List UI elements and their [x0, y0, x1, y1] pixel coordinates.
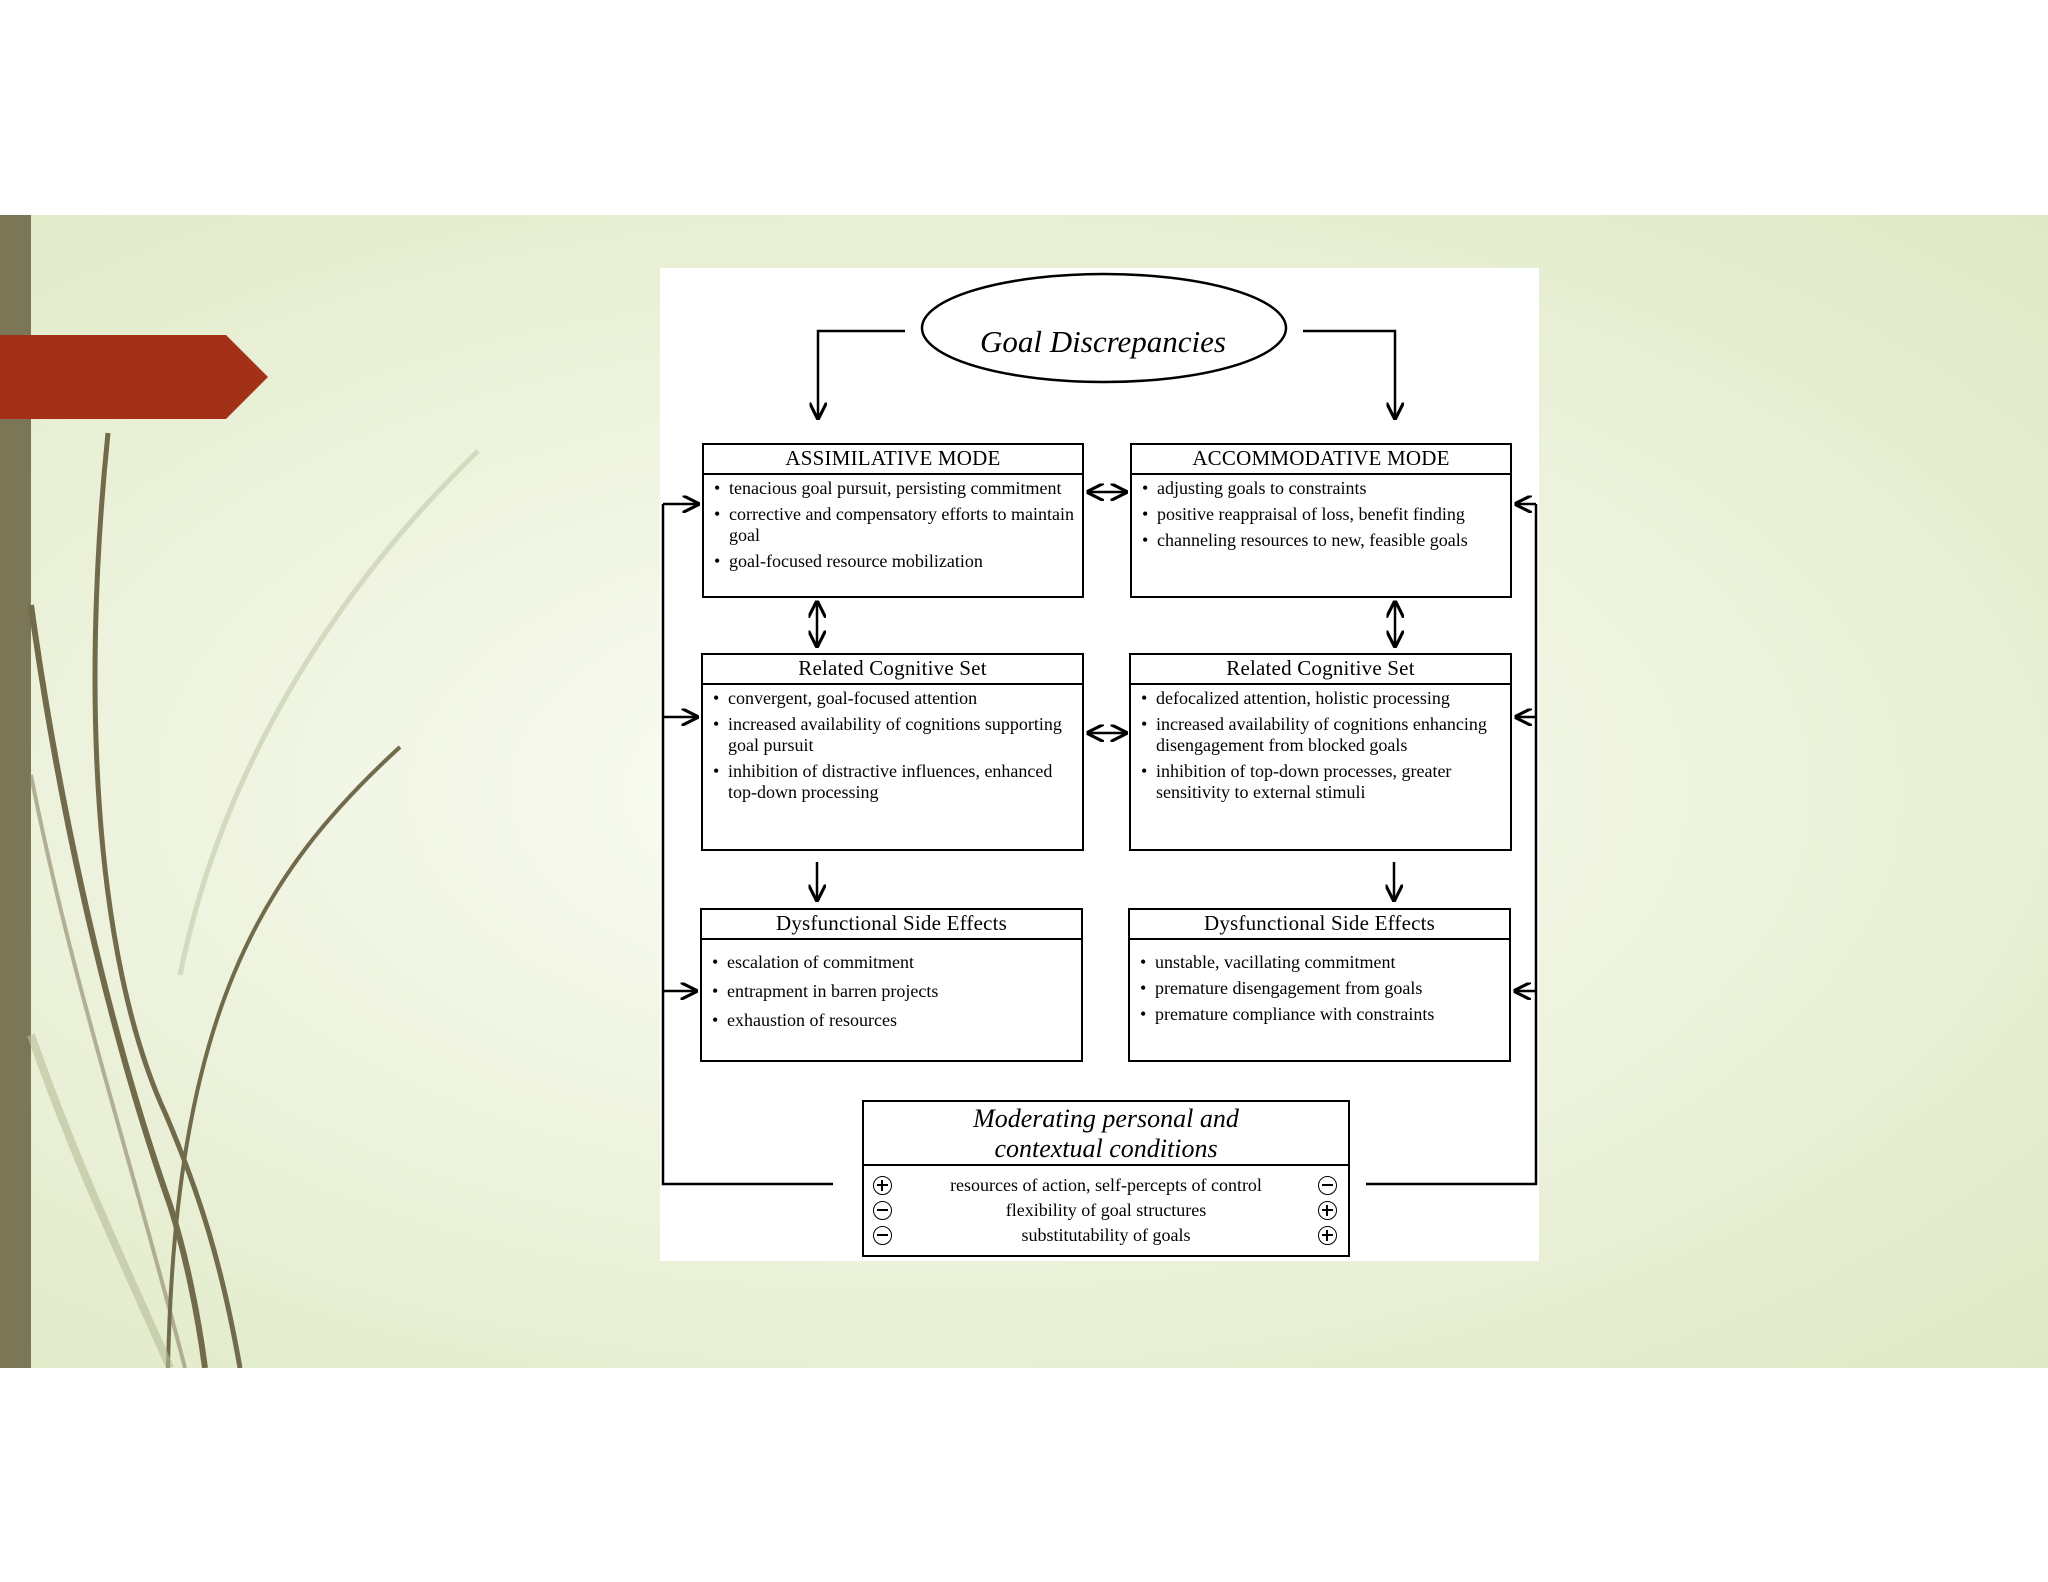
list-item: premature disengagement from goals: [1140, 978, 1503, 999]
moderating-title-line: contextual conditions: [994, 1134, 1218, 1163]
list-item: inhibition of distractive influences, en…: [713, 761, 1076, 803]
plus-circle-icon: [873, 1176, 892, 1195]
box-heading: ACCOMMODATIVE MODE: [1132, 445, 1510, 475]
minus-circle-icon: [873, 1201, 892, 1220]
list-item: corrective and compensatory efforts to m…: [714, 504, 1076, 546]
list-item: exhaustion of resources: [712, 1010, 1075, 1031]
minus-circle-icon: [1318, 1176, 1337, 1195]
list-item: positive reappraisal of loss, benefit fi…: [1142, 504, 1504, 525]
grass-blade: [28, 604, 208, 1368]
moderating-row-text: flexibility of goal structures: [1005, 1200, 1207, 1220]
box-heading: ASSIMILATIVE MODE: [704, 445, 1082, 475]
list-item: tenacious goal pursuit, persisting commi…: [714, 478, 1076, 499]
dysfunctional-effects-right-box: Dysfunctional Side Effects unstable, vac…: [1128, 908, 1511, 1062]
cognitive-set-right-box: Related Cognitive Set defocalized attent…: [1129, 653, 1512, 851]
arrow-tab: [0, 335, 268, 419]
box-heading: Dysfunctional Side Effects: [702, 910, 1081, 940]
assimilative-mode-box: ASSIMILATIVE MODE tenacious goal pursuit…: [702, 443, 1084, 598]
moderating-row-text: substitutability of goals: [1021, 1225, 1191, 1245]
feedback-line-right: [1366, 504, 1538, 1186]
list-item: unstable, vacillating commitment: [1140, 952, 1503, 973]
diagram-title: Goal Discrepancies: [980, 324, 1226, 359]
accommodative-mode-box: ACCOMMODATIVE MODE adjusting goals to co…: [1130, 443, 1512, 598]
list-item: increased availability of cognitions enh…: [1141, 714, 1504, 756]
list-item: goal-focused resource mobilization: [714, 551, 1076, 572]
plus-circle-icon: [1318, 1201, 1337, 1220]
decorative-graphics: [0, 335, 480, 1368]
list-item: entrapment in barren projects: [712, 981, 1075, 1002]
list-item: channeling resources to new, feasible go…: [1142, 530, 1504, 551]
plus-circle-icon: [1318, 1226, 1337, 1245]
moderating-title: Moderating personal and contextual condi…: [864, 1102, 1348, 1166]
moderating-row-text: resources of action, self-percepts of co…: [950, 1175, 1262, 1195]
list-item: premature compliance with constraints: [1140, 1004, 1503, 1025]
box-heading: Related Cognitive Set: [703, 655, 1082, 685]
arrow-title-to-accommodative: [1303, 329, 1395, 418]
moderating-row: resources of action, self-percepts of co…: [864, 1173, 1348, 1198]
list-item: adjusting goals to constraints: [1142, 478, 1504, 499]
list-item: convergent, goal-focused attention: [713, 688, 1076, 709]
list-item: inhibition of top-down processes, greate…: [1141, 761, 1504, 803]
title-ellipse: [920, 272, 1288, 384]
list-item: defocalized attention, holistic processi…: [1141, 688, 1504, 709]
list-item: escalation of commitment: [712, 952, 1075, 973]
box-heading: Related Cognitive Set: [1131, 655, 1510, 685]
grass-blade: [92, 432, 243, 1368]
grass-blade: [27, 1033, 174, 1368]
grass-blade: [29, 774, 187, 1368]
cognitive-set-left-box: Related Cognitive Set convergent, goal-f…: [701, 653, 1084, 851]
arrow-title-to-assimilative: [818, 329, 905, 418]
grass-blade: [177, 449, 480, 976]
dysfunctional-effects-left-box: Dysfunctional Side Effects escalation of…: [700, 908, 1083, 1062]
minus-circle-icon: [873, 1226, 892, 1245]
feedback-line-left: [661, 504, 833, 1186]
box-heading: Dysfunctional Side Effects: [1130, 910, 1509, 940]
moderating-row: flexibility of goal structures: [864, 1198, 1348, 1223]
moderating-row: substitutability of goals: [864, 1223, 1348, 1248]
diagram-connectors: [661, 272, 1538, 1186]
list-item: increased availability of cognitions sup…: [713, 714, 1076, 756]
moderating-title-line: Moderating personal and: [973, 1104, 1239, 1133]
moderating-conditions-box: Moderating personal and contextual condi…: [862, 1100, 1350, 1257]
goal-discrepancies-diagram: Goal Discrepancies ASSIMILATIVE MODE ten…: [660, 268, 1539, 1261]
grass-blade: [166, 745, 402, 1368]
